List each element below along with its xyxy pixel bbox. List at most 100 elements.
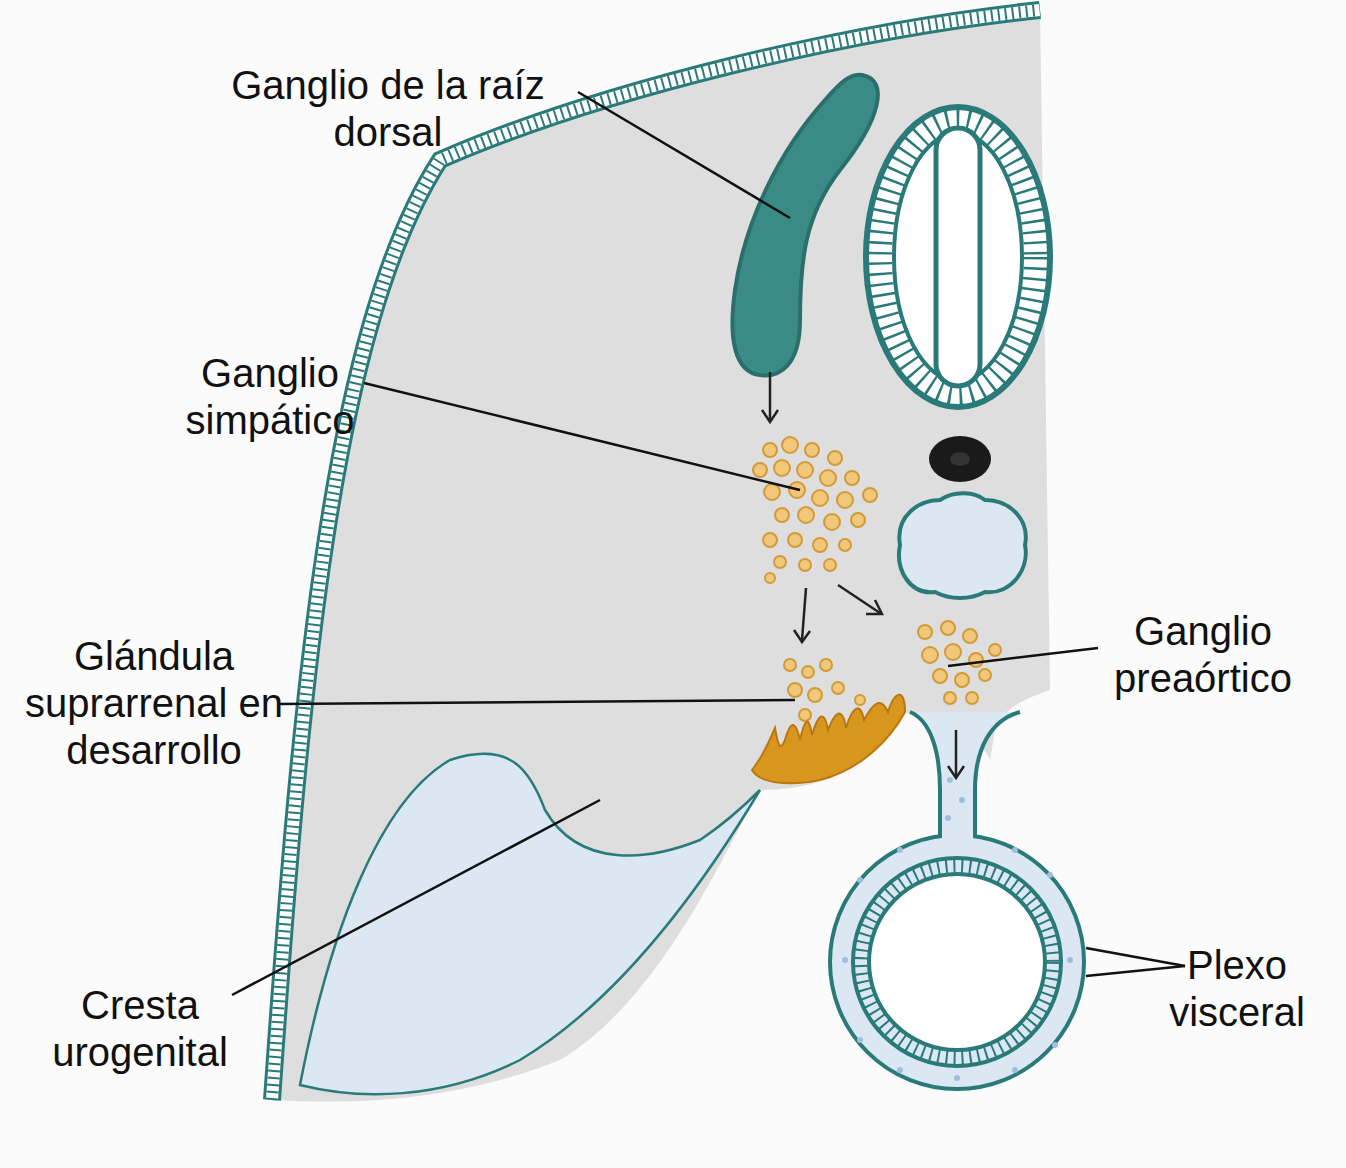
migration-arrow <box>866 600 882 614</box>
adrenal-cortex <box>752 695 905 783</box>
neural-tube <box>866 107 1050 407</box>
sympathetic-ganglion <box>828 451 842 465</box>
gut-tube <box>830 712 1084 1089</box>
sympathetic-ganglion <box>799 559 811 571</box>
gut-tube <box>1052 1042 1058 1048</box>
sympathetic-ganglion <box>824 559 836 571</box>
structure-label: Glándula suprarrenal en desarrollo <box>4 633 304 774</box>
sympathetic-ganglion <box>765 573 775 583</box>
sympathetic-ganglion <box>774 556 786 568</box>
sympathetic-ganglion <box>839 539 851 551</box>
gut-tube <box>1012 1067 1018 1073</box>
sympathetic-ganglion <box>775 508 789 522</box>
gut-tube <box>857 877 863 883</box>
gut-tube <box>861 866 1053 1058</box>
sympathetic-ganglion <box>764 484 780 500</box>
gut-tube <box>869 874 1045 1050</box>
neural-tube <box>880 120 1036 394</box>
gut-tube <box>830 835 1084 1089</box>
preaortic-ganglion <box>966 692 978 704</box>
leader-line <box>578 92 790 218</box>
preaortic-ganglion <box>922 647 938 663</box>
gut-tube <box>897 1067 903 1073</box>
structure-label: Ganglio de la raíz dorsal <box>193 62 583 156</box>
adrenal-medulla-cells <box>855 695 865 705</box>
sympathetic-ganglion <box>845 471 859 485</box>
leader-line <box>232 92 1185 995</box>
migration-arrow <box>838 585 880 613</box>
gut-tube <box>959 797 965 803</box>
neural-tube <box>936 128 980 386</box>
sympathetic-ganglion <box>788 533 802 547</box>
preaortic-ganglion <box>963 629 977 643</box>
sympathetic-ganglion <box>782 437 798 453</box>
structure-label: Plexo visceral <box>1132 942 1342 1036</box>
sympathetic-ganglion <box>805 443 819 457</box>
sympathetic-ganglion <box>824 514 840 530</box>
leader-line <box>1086 966 1185 976</box>
sympathetic-ganglion <box>813 538 827 552</box>
sympathetic-ganglion <box>798 507 814 523</box>
mesenchyme <box>272 10 1050 1102</box>
sympathetic-ganglion <box>863 488 877 502</box>
adrenal-medulla-cells <box>820 659 832 671</box>
gut-tube <box>942 800 973 850</box>
sympathetic-ganglion <box>753 463 767 477</box>
gut-tube <box>897 847 903 853</box>
sympathetic-ganglion <box>774 460 790 476</box>
sympathetic-ganglion <box>753 437 877 583</box>
gut-tube <box>1047 872 1053 878</box>
migration-arrow <box>948 766 964 778</box>
urogenital-ridge <box>300 754 760 1095</box>
sympathetic-ganglion <box>812 490 828 506</box>
adrenal-medulla-cells <box>808 688 822 702</box>
preaortic-ganglion <box>969 653 983 667</box>
preaortic-ganglion <box>918 621 1001 704</box>
leader-line <box>364 383 800 490</box>
gut-tube <box>1012 847 1018 853</box>
preaortic-ganglion <box>944 692 956 704</box>
adrenal-medulla-cells <box>799 709 811 721</box>
preaortic-ganglion <box>933 669 947 683</box>
aorta <box>899 493 1026 598</box>
gut-tube <box>842 957 848 963</box>
preaortic-ganglion <box>979 669 991 681</box>
notochord <box>929 436 991 482</box>
gut-tube <box>954 1075 960 1081</box>
sympathetic-ganglion <box>763 533 777 547</box>
adrenal-medulla-cells <box>784 659 796 671</box>
adrenal-medulla-cells <box>832 682 844 694</box>
sympathetic-ganglion <box>851 513 865 527</box>
preaortic-ganglion <box>945 644 961 660</box>
migration-arrow <box>762 372 964 778</box>
migration-arrow <box>802 588 806 640</box>
sympathetic-ganglion <box>820 470 836 486</box>
gut-tube <box>947 777 953 783</box>
migration-arrow <box>955 730 958 776</box>
gut-tube <box>857 1037 863 1043</box>
leader-line <box>278 700 795 704</box>
gut-tube <box>842 777 1073 1081</box>
structure-label: Cresta urogenital <box>10 982 270 1076</box>
migration-arrow <box>769 372 772 420</box>
dorsal-root-ganglion <box>732 75 877 376</box>
adrenal-medulla-cells <box>802 666 814 678</box>
structure-label: Ganglio simpático <box>155 350 385 444</box>
sympathetic-ganglion <box>797 462 813 478</box>
gut-tube <box>1067 957 1073 963</box>
preaortic-ganglion <box>941 621 955 635</box>
preaortic-ganglion <box>918 625 932 639</box>
adrenal-medulla-cells <box>788 683 802 697</box>
gut-tube <box>945 815 951 821</box>
migration-arrow <box>794 630 810 642</box>
preaortic-ganglion <box>955 673 969 687</box>
structure-label: Ganglio preaórtico <box>1078 608 1328 702</box>
preaortic-ganglion <box>989 644 1001 656</box>
neural-tube <box>866 107 1050 407</box>
leader-line <box>948 648 1098 666</box>
leader-line <box>1086 948 1185 966</box>
leader-line <box>232 800 600 995</box>
sympathetic-ganglion <box>763 443 777 457</box>
gut-tube <box>853 858 1061 1066</box>
